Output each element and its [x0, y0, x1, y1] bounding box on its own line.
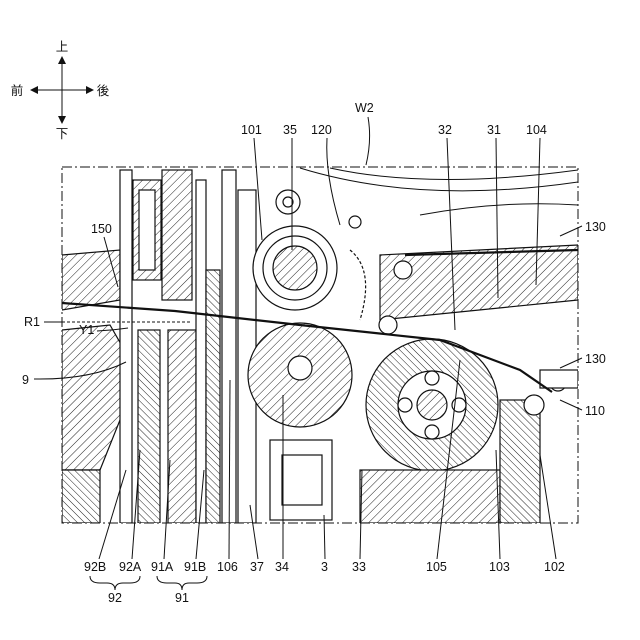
label-34: 34 [275, 560, 289, 574]
label-130-upper: 130 [585, 220, 606, 234]
direction-back: 後 [97, 83, 110, 98]
label-150: 150 [91, 222, 112, 236]
label-92a: 92A [119, 560, 142, 574]
label-104: 104 [526, 123, 547, 137]
label-102: 102 [544, 560, 565, 574]
direction-up: 上 [56, 39, 69, 54]
label-106: 106 [217, 560, 238, 574]
direction-indicator: 上 下 前 後 [11, 39, 110, 141]
label-31: 31 [487, 123, 501, 137]
label-91a: 91A [151, 560, 174, 574]
label-92b: 92B [84, 560, 106, 574]
mechanism-body [62, 168, 578, 523]
label-110: 110 [585, 404, 605, 418]
label-120: 120 [311, 123, 332, 137]
label-35: 35 [283, 123, 297, 137]
label-103: 103 [489, 560, 510, 574]
label-y1: Y1 [79, 323, 94, 337]
label-37: 37 [250, 560, 264, 574]
direction-down: 下 [56, 126, 69, 141]
label-101: 101 [241, 123, 262, 137]
label-w2: W2 [355, 101, 374, 115]
label-105: 105 [426, 560, 447, 574]
left-housing [62, 250, 120, 310]
label-9: 9 [22, 373, 29, 387]
label-33: 33 [352, 560, 366, 574]
direction-front: 前 [11, 83, 24, 98]
label-32: 32 [438, 123, 452, 137]
label-r1: R1 [24, 315, 40, 329]
label-92: 92 [108, 591, 122, 605]
label-3: 3 [321, 560, 328, 574]
label-130-lower: 130 [585, 352, 606, 366]
label-91: 91 [175, 591, 189, 605]
label-91b: 91B [184, 560, 206, 574]
